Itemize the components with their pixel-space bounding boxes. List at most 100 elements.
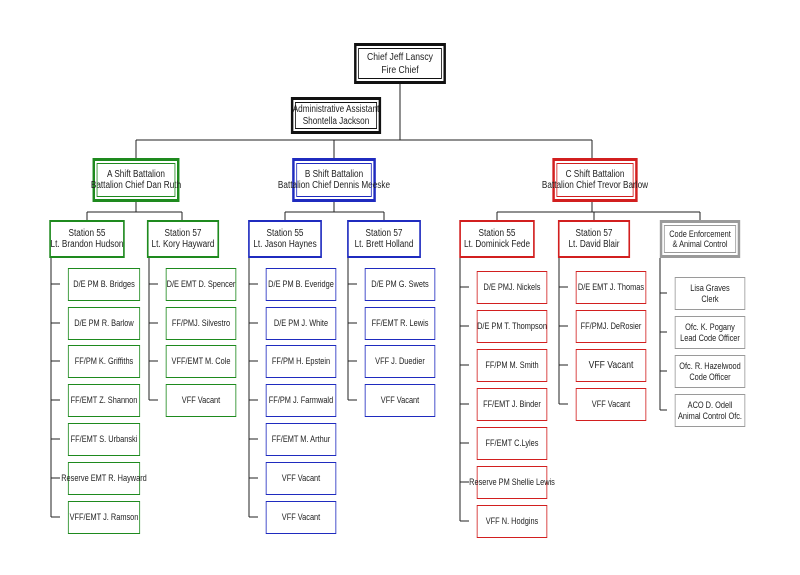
c-shift-title: C Shift Battalion — [565, 168, 625, 180]
member-name: VFF Vacant — [588, 359, 634, 372]
member-box: VFF Vacant — [265, 462, 337, 495]
b-shift-title: B Shift Battalion — [304, 168, 364, 180]
member-box: VFF Vacant — [575, 388, 647, 421]
member-name: VFF/EMT J. Ramson — [69, 512, 139, 523]
member-name: VFF Vacant — [591, 399, 631, 410]
member-name: FF/EMT J. Binder — [483, 399, 541, 410]
member-name: FF/PMJ. Silvestro — [171, 318, 231, 329]
b-station-57-lieutenant: Lt. Brett Holland — [354, 239, 414, 250]
member-box: FF/EMT Z. Shannon — [67, 384, 141, 417]
member-name: VFF Vacant — [281, 473, 321, 484]
admin-assistant-name: Shontella Jackson — [302, 115, 370, 127]
member-box: FF/PM H. Epstein — [265, 345, 337, 378]
member-box: Reserve EMT R. Hayward — [61, 462, 147, 495]
c-station-57-lieutenant: Lt. David Blair — [568, 239, 620, 250]
member-box: VFF/EMT M. Cole — [165, 345, 237, 378]
member-box: FF/PM J. Farmwald — [265, 384, 337, 417]
code-member-role: Code Officer — [689, 371, 731, 382]
b-station-55-label: Station 55 — [266, 227, 304, 239]
a-station-57-label: Station 57 — [164, 227, 202, 239]
a-shift-chief: Battalion Chief Dan Ruth — [90, 180, 182, 191]
member-name: D/E PM B. Everidge — [268, 279, 334, 290]
fire-chief-title: Fire Chief — [381, 63, 419, 76]
member-name: FF/EMT Z. Shannon — [70, 395, 138, 406]
member-name: FF/PM M. Smith — [485, 360, 539, 371]
member-name: Reserve PM Shellie Lewis — [469, 477, 555, 488]
member-name: VFF/EMT M. Cole — [171, 356, 231, 367]
member-name: D/E PM J. White — [273, 318, 329, 329]
member-box: VFF Vacant — [165, 384, 237, 417]
member-box: FF/PMJ. Silvestro — [165, 307, 237, 340]
a-station-55-box: Station 55 Lt. Brandon Hudson — [49, 220, 125, 258]
a-station-57-box: Station 57 Lt. Kory Hayward — [146, 220, 220, 258]
member-name: FF/EMT R. Lewis — [371, 318, 429, 329]
member-box: D/E PM B. Bridges — [67, 268, 141, 301]
member-name: D/E PM T. Thompson — [477, 321, 547, 332]
member-box: FF/EMT C.Lyles — [476, 427, 548, 460]
member-box: D/E PMJ. Nickels — [476, 271, 548, 304]
admin-assistant-title: Administrative Assistant — [292, 104, 380, 115]
a-station-55-lieutenant: Lt. Brandon Hudson — [50, 239, 124, 250]
member-name: VFF Vacant — [380, 395, 420, 406]
member-box: VFF J. Duedier — [364, 345, 436, 378]
a-station-55-label: Station 55 — [68, 227, 106, 239]
member-name: D/E EMT J. Thomas — [577, 282, 645, 293]
member-box: VFF N. Hodgins — [476, 505, 548, 538]
member-box: FF/EMT R. Lewis — [364, 307, 436, 340]
code-enforcement-subtitle: & Animal Control — [672, 239, 728, 249]
member-name: FF/PM K. Griffiths — [74, 356, 134, 367]
member-box: D/E PM T. Thompson — [476, 310, 548, 343]
member-name: D/E PM R. Barlow — [74, 318, 134, 329]
b-station-55-lieutenant: Lt. Jason Haynes — [253, 239, 317, 250]
code-enforcement-box: Code Enforcement & Animal Control — [659, 220, 741, 258]
member-name: Reserve EMT R. Hayward — [61, 473, 147, 484]
code-member-name: ACO D. Odell — [687, 400, 733, 411]
code-member-box: ACO D. Odell Animal Control Ofc. — [674, 394, 746, 427]
member-box: D/E EMT D. Spencer — [165, 268, 237, 301]
fire-chief-box: Chief Jeff Lanscy Fire Chief — [354, 43, 446, 84]
member-box: D/E PM G. Swets — [364, 268, 436, 301]
member-name: VFF N. Hodgins — [485, 516, 539, 527]
member-box: VFF Vacant — [265, 501, 337, 534]
code-member-box: Ofc. K. Pogany Lead Code Officer — [674, 316, 746, 349]
b-shift-chief: Battalion Chief Dennis Meeske — [277, 180, 391, 191]
b-shift-battalion-box: B Shift Battalion Battalion Chief Dennis… — [278, 158, 390, 202]
c-station-57-box: Station 57 Lt. David Blair — [557, 220, 631, 258]
code-member-name: Ofc. K. Pogany — [685, 322, 735, 333]
b-station-57-label: Station 57 — [365, 227, 403, 239]
member-name: VFF Vacant — [281, 512, 321, 523]
code-enforcement-title: Code Enforcement — [669, 228, 731, 239]
member-box: D/E PM J. White — [265, 307, 337, 340]
a-station-57-lieutenant: Lt. Kory Hayward — [151, 239, 215, 250]
a-shift-battalion-box: A Shift Battalion Battalion Chief Dan Ru… — [90, 158, 182, 202]
member-name: VFF J. Duedier — [375, 356, 425, 367]
fire-chief-name: Chief Jeff Lanscy — [367, 51, 433, 64]
member-box: D/E PM B. Everidge — [265, 268, 337, 301]
member-name: VFF Vacant — [181, 395, 221, 406]
b-station-57-box: Station 57 Lt. Brett Holland — [347, 220, 421, 258]
a-shift-title: A Shift Battalion — [107, 168, 165, 180]
admin-assistant-box: Administrative Assistant Shontella Jacks… — [290, 97, 382, 134]
member-name: D/E PM G. Swets — [371, 279, 429, 290]
member-box: D/E PM R. Barlow — [67, 307, 141, 340]
member-box: FF/PMJ. DeRosier — [575, 310, 647, 343]
code-member-role: Animal Control Ofc. — [678, 410, 742, 421]
member-box: D/E EMT J. Thomas — [575, 271, 647, 304]
member-box: FF/EMT M. Arthur — [265, 423, 337, 456]
c-station-55-label: Station 55 — [478, 227, 516, 239]
member-box: VFF Vacant — [364, 384, 436, 417]
member-box: FF/PM K. Griffiths — [67, 345, 141, 378]
member-name: FF/EMT C.Lyles — [485, 438, 539, 449]
member-box: FF/EMT S. Urbanski — [67, 423, 141, 456]
code-member-box: Lisa Graves Clerk — [674, 277, 746, 310]
member-name: D/E PM B. Bridges — [73, 279, 135, 290]
member-name: FF/EMT S. Urbanski — [70, 434, 138, 445]
code-member-name: Ofc. R. Hazelwood — [679, 361, 741, 372]
c-station-55-lieutenant: Lt. Dominick Fede — [463, 239, 531, 250]
member-box: Reserve PM Shellie Lewis — [469, 466, 555, 499]
code-member-box: Ofc. R. Hazelwood Code Officer — [674, 355, 746, 388]
member-name: FF/PM J. Farmwald — [268, 395, 334, 406]
member-box: FF/EMT J. Binder — [476, 388, 548, 421]
